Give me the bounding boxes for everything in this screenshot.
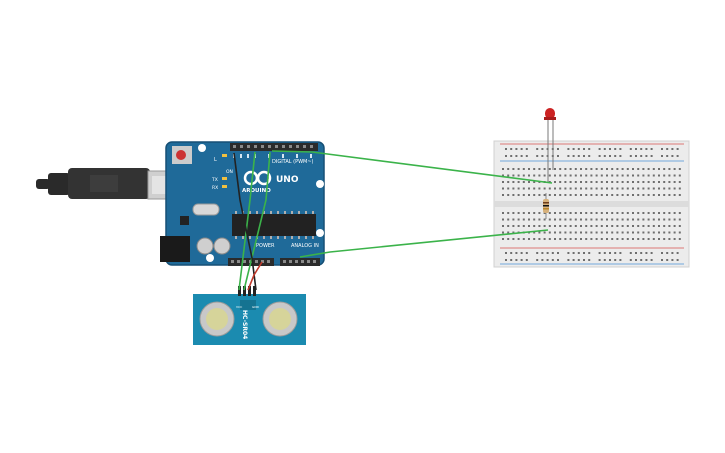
usb-cable-icon[interactable] — [36, 168, 189, 200]
arduino-logo-text: ARDUINO — [242, 188, 271, 194]
wire-gnd-to-breadboard — [299, 229, 549, 258]
sensor-model-label: HC-SR04 — [241, 310, 248, 339]
digital-label: DIGITAL (PWM~) — [272, 159, 314, 165]
sensor-pin-label-vcc: VCC — [236, 305, 242, 309]
led-icon[interactable] — [544, 108, 556, 182]
ultrasonic-sensor[interactable]: HC-SR04 VCC GND — [193, 286, 306, 345]
sensor-pin-label-gnd: GND — [252, 305, 260, 309]
wires[interactable] — [233, 150, 553, 291]
wire-trig — [238, 151, 256, 291]
analog-header[interactable] — [280, 258, 320, 266]
power-label: POWER — [256, 243, 275, 249]
breadboard[interactable] — [493, 140, 690, 268]
breadboard-holes[interactable] — [502, 148, 681, 261]
board-model: UNO — [276, 175, 299, 185]
wire-digital-to-led — [271, 150, 553, 184]
led-label-rx: RX — [212, 185, 218, 191]
wire-vcc-sensor — [247, 261, 263, 291]
sensor-pins[interactable] — [238, 286, 256, 296]
microcontroller-chip — [232, 214, 316, 236]
led-label-tx: TX — [211, 177, 218, 183]
reset-button[interactable] — [176, 150, 186, 160]
wire-echo — [243, 151, 271, 291]
led-label-on: ON — [226, 169, 233, 175]
resistor-icon[interactable] — [543, 193, 549, 219]
arduino-uno-board[interactable]: DIGITAL (PWM~) L TX RX ON ARDUINO UNO — [160, 141, 325, 266]
analog-label: ANALOG IN — [291, 243, 319, 249]
digital-header[interactable] — [230, 143, 318, 151]
led-label-l: L — [214, 157, 217, 163]
